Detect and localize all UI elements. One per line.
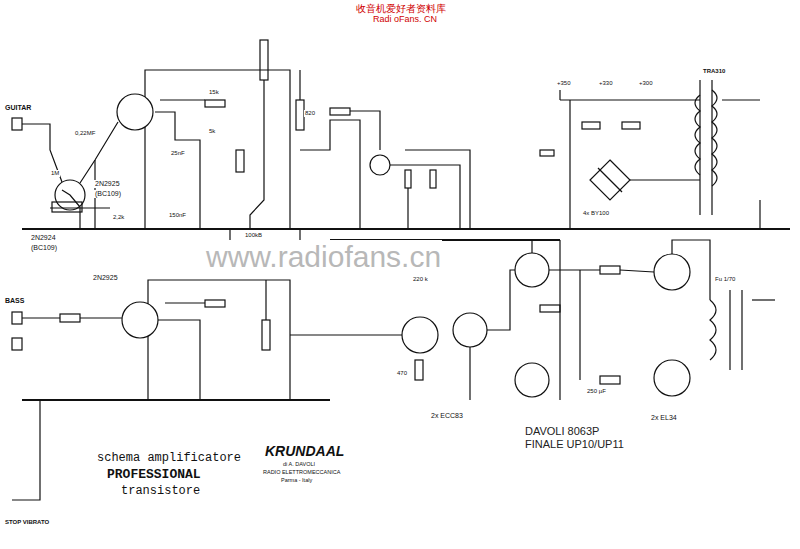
tube-type: 2x ECC83 <box>430 412 464 420</box>
transformer-type: TRA310 <box>702 68 726 75</box>
supply-voltage: +350 <box>556 80 572 87</box>
supply-voltage: +330 <box>598 80 614 87</box>
input-label: STOP VIBRATO <box>4 519 50 526</box>
input-label: GUITAR <box>4 104 32 112</box>
component-value: 150nF <box>168 212 187 219</box>
component-value: 5k <box>208 128 216 135</box>
rectifier-type: 4x BY100 <box>582 210 610 217</box>
ground-rails <box>22 229 790 400</box>
guitar-preamp-wires <box>12 40 304 229</box>
tube-type: 2x EL34 <box>650 414 678 422</box>
bass-preamp-wires <box>12 280 290 500</box>
model-number: DAVOLI 8063P <box>524 425 600 437</box>
input-label: BASS <box>4 297 25 305</box>
component-value: 15k <box>208 89 220 96</box>
component-value: 100kB <box>244 232 263 239</box>
transistor-type: (BC109) <box>30 244 58 252</box>
vibrato-tone-network <box>300 108 470 229</box>
watermark-header: 收音机爱好者资料库 <box>355 3 447 14</box>
maker-name: KRUNDAAL <box>264 444 345 459</box>
output-transformer <box>710 290 775 370</box>
maker-detail: RADIO ELETTROMECCANICA <box>262 469 341 475</box>
model-number: FINALE UP10/UP11 <box>524 438 625 450</box>
watermark-url: www.radiofans.cn <box>205 240 442 273</box>
drawing-title: PROFESSIONAL <box>106 468 202 482</box>
component-value: 220 k <box>412 276 429 283</box>
component-value: 250 µF <box>586 388 607 395</box>
component-value: 0,22MF <box>74 130 96 137</box>
component-value: 2,2k <box>112 214 125 221</box>
maker-detail: Parma - Italy <box>280 477 313 483</box>
component-value: 470 <box>396 370 408 377</box>
transformer-label: Fu 1/70 <box>714 276 736 283</box>
drawing-title: schema amplificatore <box>96 452 242 465</box>
maker-detail: di A. DAVOLI <box>282 461 316 467</box>
drawing-title: transistore <box>120 485 201 498</box>
watermark-site: Radi oFans. CN <box>372 15 438 25</box>
component-value: 1M <box>50 170 60 177</box>
transistor-type: (BC109) <box>94 190 122 198</box>
transistor-type: 2N2925 <box>94 180 121 188</box>
power-supply <box>540 80 760 229</box>
transistor-type: 2N2925 <box>92 274 119 282</box>
component-value: 820 <box>304 110 316 117</box>
transistor-type: 2N2924 <box>30 234 57 242</box>
component-value: 25nF <box>170 150 186 157</box>
supply-voltage: +300 <box>638 80 654 87</box>
